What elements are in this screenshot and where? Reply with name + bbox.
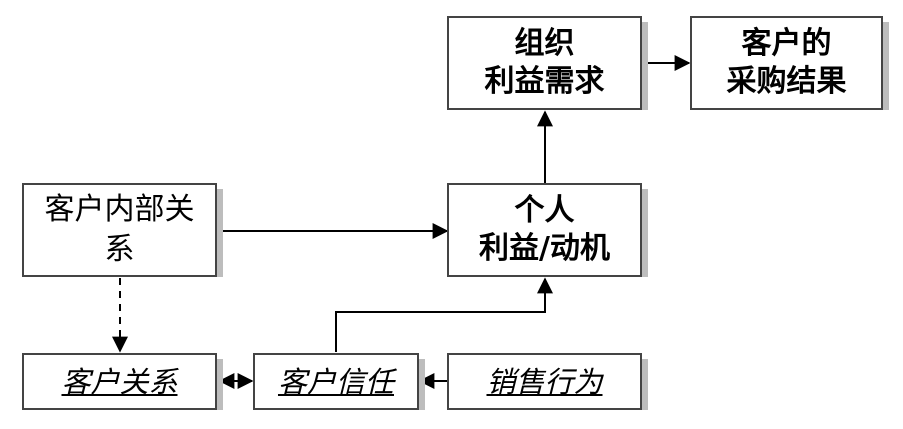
node-org-need-line1: 组织 bbox=[514, 26, 575, 61]
node-internal-relations: 客户内部关 系 bbox=[22, 183, 223, 277]
node-purchase-result-line1: 客户的 bbox=[741, 26, 832, 61]
node-internal-relations-line2: 系 bbox=[104, 232, 135, 267]
node-sales-behavior: 销售行为 bbox=[447, 353, 648, 410]
arrow-trust-to-personal bbox=[335, 277, 553, 352]
node-personal-motive-line2: 利益/动机 bbox=[479, 231, 610, 266]
node-personal-motive-line1: 个人 bbox=[514, 193, 575, 228]
node-customer-trust: 客户信任 bbox=[253, 353, 425, 410]
node-purchase-result: 客户的 采购结果 bbox=[690, 16, 889, 110]
node-customer-relationship-label: 客户关系 bbox=[61, 364, 178, 399]
node-org-need: 组织 利益需求 bbox=[447, 16, 648, 110]
node-sales-behavior-label: 销售行为 bbox=[486, 364, 603, 399]
node-customer-relationship: 客户关系 bbox=[22, 353, 223, 410]
node-org-need-line2: 利益需求 bbox=[484, 64, 605, 99]
node-internal-relations-line1: 客户内部关 bbox=[44, 192, 195, 227]
node-customer-trust-label: 客户信任 bbox=[277, 364, 394, 399]
node-personal-motive: 个人 利益/动机 bbox=[447, 183, 648, 277]
node-purchase-result-line2: 采购结果 bbox=[726, 64, 847, 99]
